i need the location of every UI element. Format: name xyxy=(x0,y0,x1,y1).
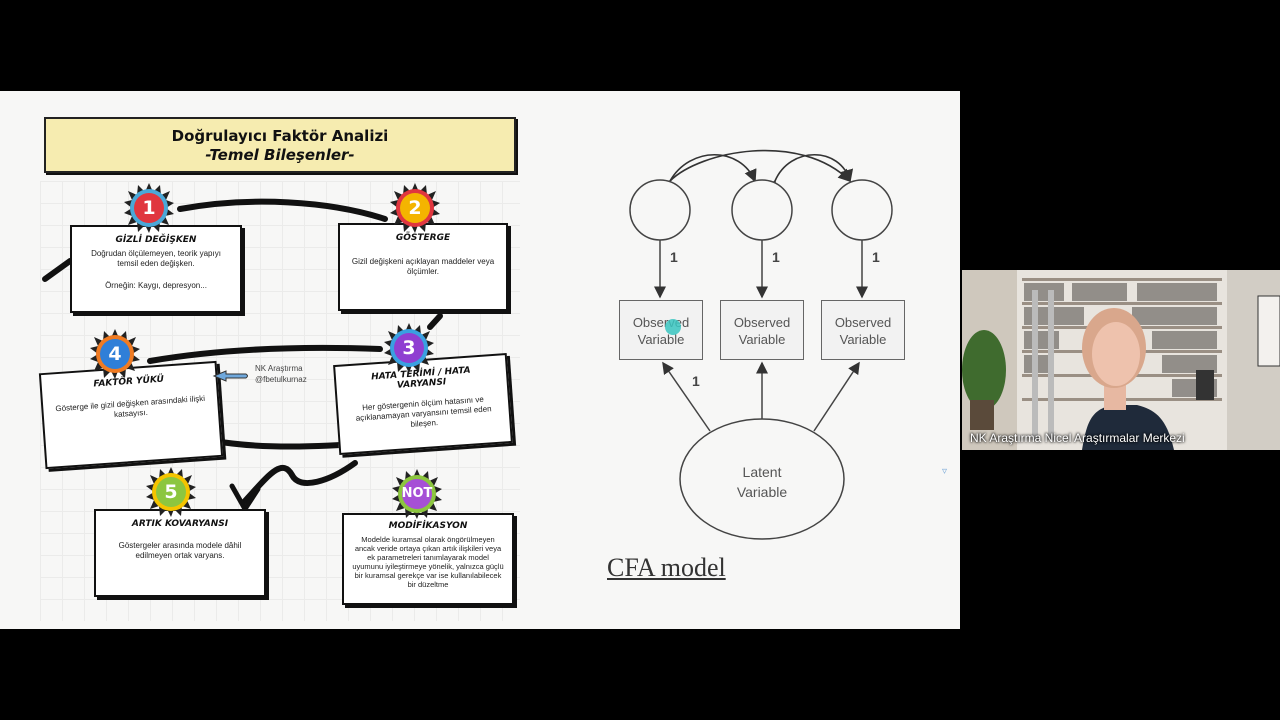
badge-number: 4 xyxy=(108,343,122,365)
badge-number: 3 xyxy=(402,337,416,359)
badge-label: NOT xyxy=(401,486,433,501)
card-title: ARTIK KOVARYANSI xyxy=(131,519,229,529)
badge-5: 5 xyxy=(146,467,196,517)
card-title: GÖSTERGE xyxy=(395,233,451,243)
observed-variable-3: Observed Variable xyxy=(821,300,905,360)
cfa-diagram xyxy=(629,149,893,540)
obs-label-line2: Variable xyxy=(637,332,685,347)
error-circle-1 xyxy=(629,179,691,241)
latent-label-line1: Latent xyxy=(742,464,782,480)
watermark-org: NK Araştırma xyxy=(255,364,303,373)
factor-loading-label: 1 xyxy=(692,373,700,389)
card-indicator: GÖSTERGE Gizil değişkeni açıklayan madde… xyxy=(338,223,508,311)
error-loading-2: 1 xyxy=(772,249,780,265)
chevron-down-icon[interactable]: ▿ xyxy=(942,466,948,477)
presenter-cursor xyxy=(665,319,681,335)
latent-variable: Latent Variable xyxy=(718,462,806,502)
watermark: NK Araştırma @fbetulkurnaz xyxy=(255,363,307,385)
slide-title: Doğrulayıcı Faktör Analizi xyxy=(171,127,389,145)
observed-variable-1: Observed Variable xyxy=(619,300,703,360)
card-body: Modelde kuramsal olarak öngörülmeyen anc… xyxy=(352,535,504,589)
obs-label-line1: Observed xyxy=(834,315,892,330)
badge-number: 2 xyxy=(408,197,422,219)
watermark-handle: @fbetulkurnaz xyxy=(255,375,307,384)
pointing-hand-icon xyxy=(212,370,248,382)
card-body: Gizil değişkeni açıklayan maddeler veya … xyxy=(351,257,495,276)
error-loading-1: 1 xyxy=(670,249,678,265)
obs-label-line1: Observed xyxy=(733,315,791,330)
latent-label-line2: Variable xyxy=(736,484,788,500)
observed-variable-2: Observed Variable xyxy=(720,300,804,360)
obs-label-line2: Variable xyxy=(839,332,887,347)
card-latent-variable: GİZLİ DEĞİŞKEN Doğrudan ölçülemeyen, teo… xyxy=(70,225,242,313)
obs-label-line1: Observed xyxy=(632,315,690,330)
badge-number: 5 xyxy=(164,481,178,503)
badge-3: 3 xyxy=(384,323,434,373)
error-circle-3 xyxy=(831,179,893,241)
badge-2: 2 xyxy=(390,183,440,233)
badge-1: 1 xyxy=(124,183,174,233)
card-modification: MODİFİKASYON Modelde kuramsal olarak öng… xyxy=(342,513,514,605)
card-title: MODİFİKASYON xyxy=(388,521,468,531)
speaker-video-frame xyxy=(962,270,1280,450)
card-body: Göstergeler arasında modele dâhil edilme… xyxy=(118,541,242,560)
speaker-name-label: NK Araştırma Nicel Araştırmalar Merkezi xyxy=(970,431,1185,445)
badge-number: 1 xyxy=(142,197,156,219)
card-title: GİZLİ DEĞİŞKEN xyxy=(115,235,197,245)
card-body: Gösterge ile gizil değişken arasındaki i… xyxy=(55,393,206,420)
connector-lines xyxy=(42,198,443,512)
error-circle-2 xyxy=(731,179,793,241)
card-residual-covariance: ARTIK KOVARYANSI Göstergeler arasında mo… xyxy=(94,509,266,597)
obs-label-line2: Variable xyxy=(738,332,786,347)
slide-subtitle: -Temel Bileşenler- xyxy=(205,146,355,164)
presentation-slide: Doğrulayıcı Faktör Analizi -Temel Bileşe… xyxy=(0,91,960,629)
error-loading-3: 1 xyxy=(872,249,880,265)
badge-not: NOT xyxy=(392,469,442,519)
badge-4: 4 xyxy=(90,329,140,379)
card-body: Doğrudan ölçülemeyen, teorik yapıyı tems… xyxy=(91,249,221,268)
cfa-caption: CFA model xyxy=(607,553,726,582)
speaker-video: NK Araştırma Nicel Araştırmalar Merkezi xyxy=(962,270,1280,450)
card-example: Örneğin: Kaygı, depresyon... xyxy=(105,281,207,290)
slide-title-banner: Doğrulayıcı Faktör Analizi -Temel Bileşe… xyxy=(44,117,516,173)
card-body: Her göstergenin ölçüm hatasını ve açıkla… xyxy=(355,394,492,429)
